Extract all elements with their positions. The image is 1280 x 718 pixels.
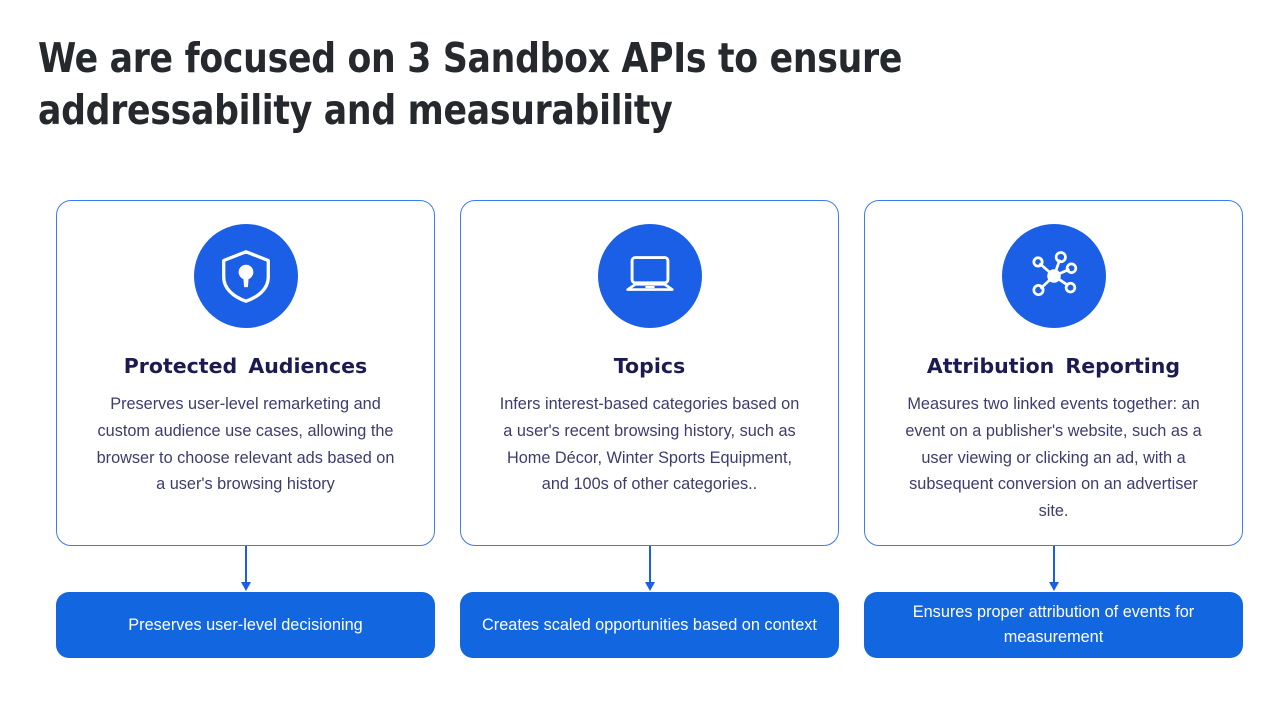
api-column-attribution-reporting: Attribution Reporting Measures two linke… <box>864 200 1243 658</box>
connector-stem <box>648 546 651 584</box>
page-title-line-1: We are focused on 3 Sandbox APIs to ensu… <box>38 34 903 82</box>
outcome-pill[interactable]: Ensures proper attribution of events for… <box>864 592 1243 658</box>
arrow-head-icon <box>644 582 655 591</box>
api-columns: Protected Audiences Preserves user-level… <box>56 200 1243 658</box>
card-title: Topics <box>613 354 686 378</box>
connector-stem <box>244 546 247 584</box>
api-card-topics[interactable]: Topics Infers interest-based categories … <box>460 200 839 546</box>
outcome-pill[interactable]: Creates scaled opportunities based on co… <box>460 592 839 658</box>
connector-arrow <box>1047 546 1061 592</box>
card-title: Attribution Reporting <box>926 354 1181 378</box>
laptop-icon <box>597 224 702 328</box>
outcome-pill[interactable]: Preserves user-level decisioning <box>56 592 435 658</box>
api-column-topics: Topics Infers interest-based categories … <box>460 200 839 658</box>
arrow-head-icon <box>240 582 251 591</box>
page-title-line-2: addressability and measurability <box>38 86 673 134</box>
arrow-head-icon <box>1048 582 1059 591</box>
page-title: We are focused on 3 Sandbox APIs to ensu… <box>38 32 1100 136</box>
connector-stem <box>1052 546 1055 584</box>
shield-lock-icon <box>193 224 298 328</box>
api-card-attribution-reporting[interactable]: Attribution Reporting Measures two linke… <box>864 200 1243 546</box>
connector-arrow <box>239 546 253 592</box>
network-nodes-icon <box>1001 224 1106 328</box>
api-column-protected-audiences: Protected Audiences Preserves user-level… <box>56 200 435 658</box>
card-body: Measures two linked events together: an … <box>905 395 1202 521</box>
card-body: Preserves user-level remarketing and cus… <box>96 395 395 494</box>
connector-arrow <box>643 546 657 592</box>
card-title: Protected Audiences <box>123 354 368 378</box>
card-body: Infers interest-based categories based o… <box>499 395 800 494</box>
api-card-protected-audiences[interactable]: Protected Audiences Preserves user-level… <box>56 200 435 546</box>
